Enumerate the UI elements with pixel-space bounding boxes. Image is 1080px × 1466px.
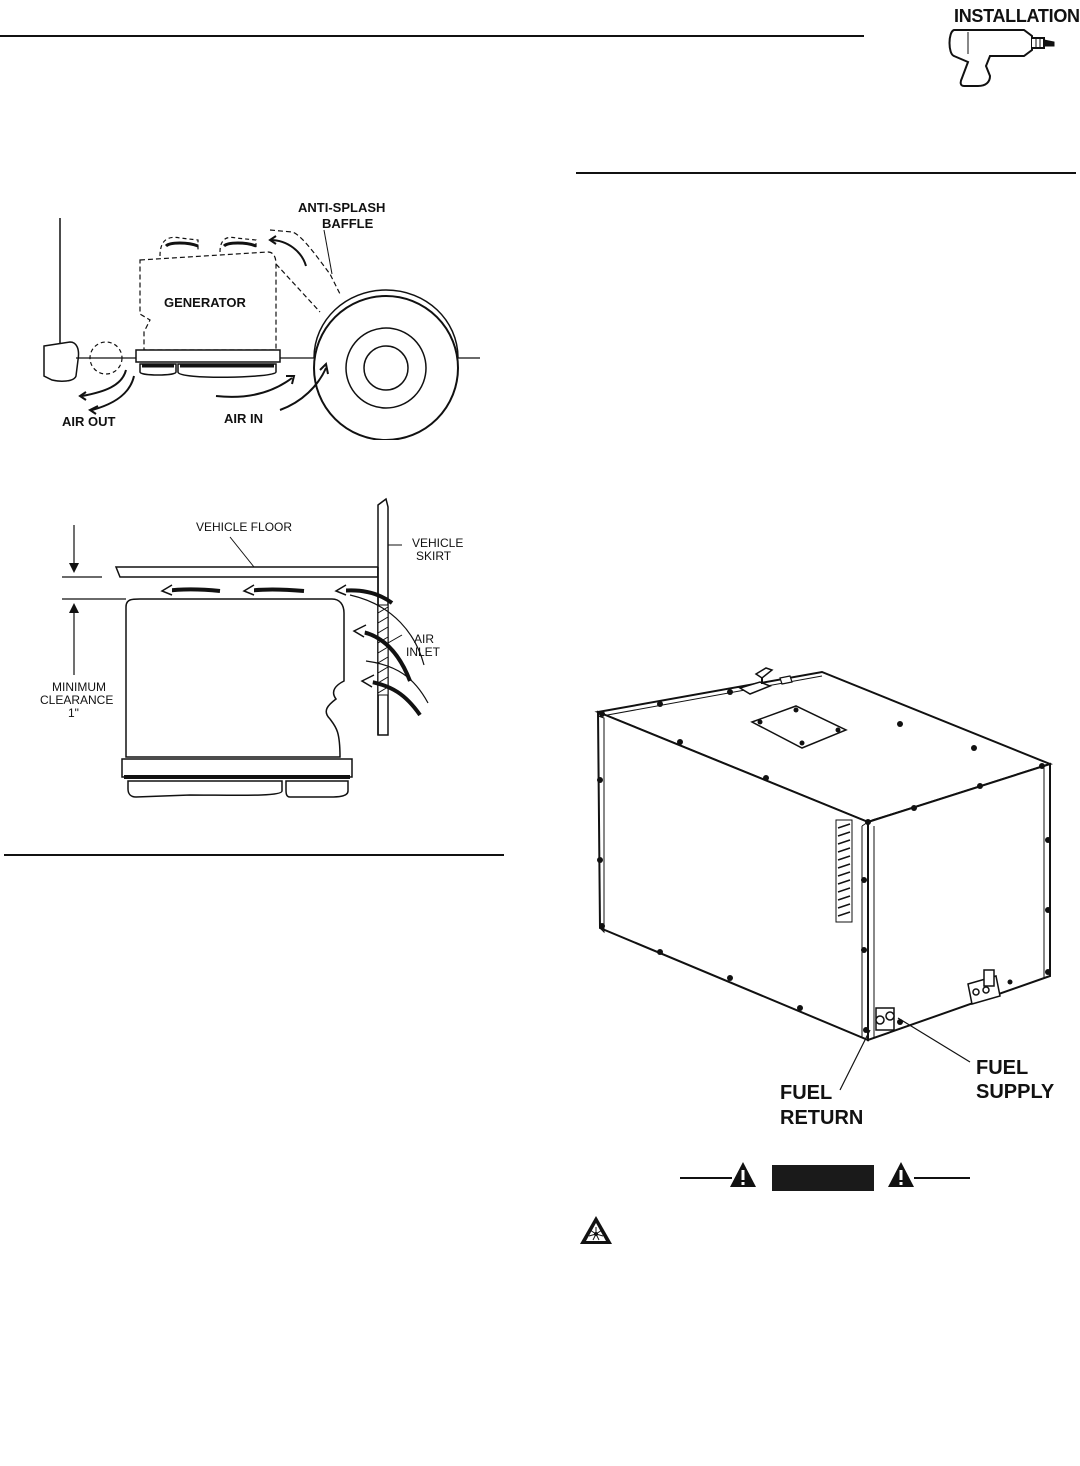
generator-label: GENERATOR — [164, 295, 246, 310]
min-clearance-label-3: 1" — [68, 706, 79, 720]
air-out-label: AIR OUT — [62, 414, 116, 429]
air-inlet-label-1: AIR — [414, 632, 434, 646]
fuel-supply-label-1: FUEL — [976, 1057, 1028, 1079]
fuel-supply-label-2: SUPPLY — [976, 1081, 1055, 1103]
top-rule-left — [0, 35, 864, 37]
warning-triangle-icon — [730, 1162, 756, 1187]
anti-splash-label-1: ANTI-SPLASH — [298, 200, 385, 215]
explosion-hazard-icon — [580, 1216, 612, 1244]
anti-splash-label-2: BAFFLE — [322, 216, 374, 231]
vehicle-skirt-label-1: VEHICLE — [412, 536, 463, 550]
right-column-rule — [576, 172, 1076, 174]
air-inlet-label-2: INLET — [406, 645, 441, 659]
warning-banner — [772, 1165, 874, 1191]
vehicle-floor-label: VEHICLE FLOOR — [196, 520, 292, 534]
fuel-return-label-2: RETURN — [780, 1107, 863, 1129]
warning-rule-left — [680, 1177, 732, 1179]
section-label: INSTALLATION — [954, 6, 1080, 26]
air-in-label: AIR IN — [224, 411, 263, 426]
drill-icon — [948, 29, 1055, 87]
min-clearance-label-2: CLEARANCE — [40, 693, 113, 707]
fuel-return-label-1: FUEL — [780, 1082, 832, 1104]
left-column-rule — [4, 854, 504, 856]
warning-triangle-icon — [888, 1162, 914, 1187]
min-clearance-label-1: MINIMUM — [52, 680, 106, 694]
warning-rule-right — [914, 1177, 970, 1179]
generator-fuel-diagram: FUEL RETURN FUEL SUPPLY — [594, 667, 1055, 1129]
clearance-diagram: VEHICLE FLOOR VEHICLE SKIRT AIR INLET MI… — [40, 497, 463, 798]
vehicle-skirt-label-2: SKIRT — [416, 549, 452, 563]
airflow-diagram: ANTI-SPLASH BAFFLE GENERATOR AIR OUT AIR… — [43, 200, 480, 440]
